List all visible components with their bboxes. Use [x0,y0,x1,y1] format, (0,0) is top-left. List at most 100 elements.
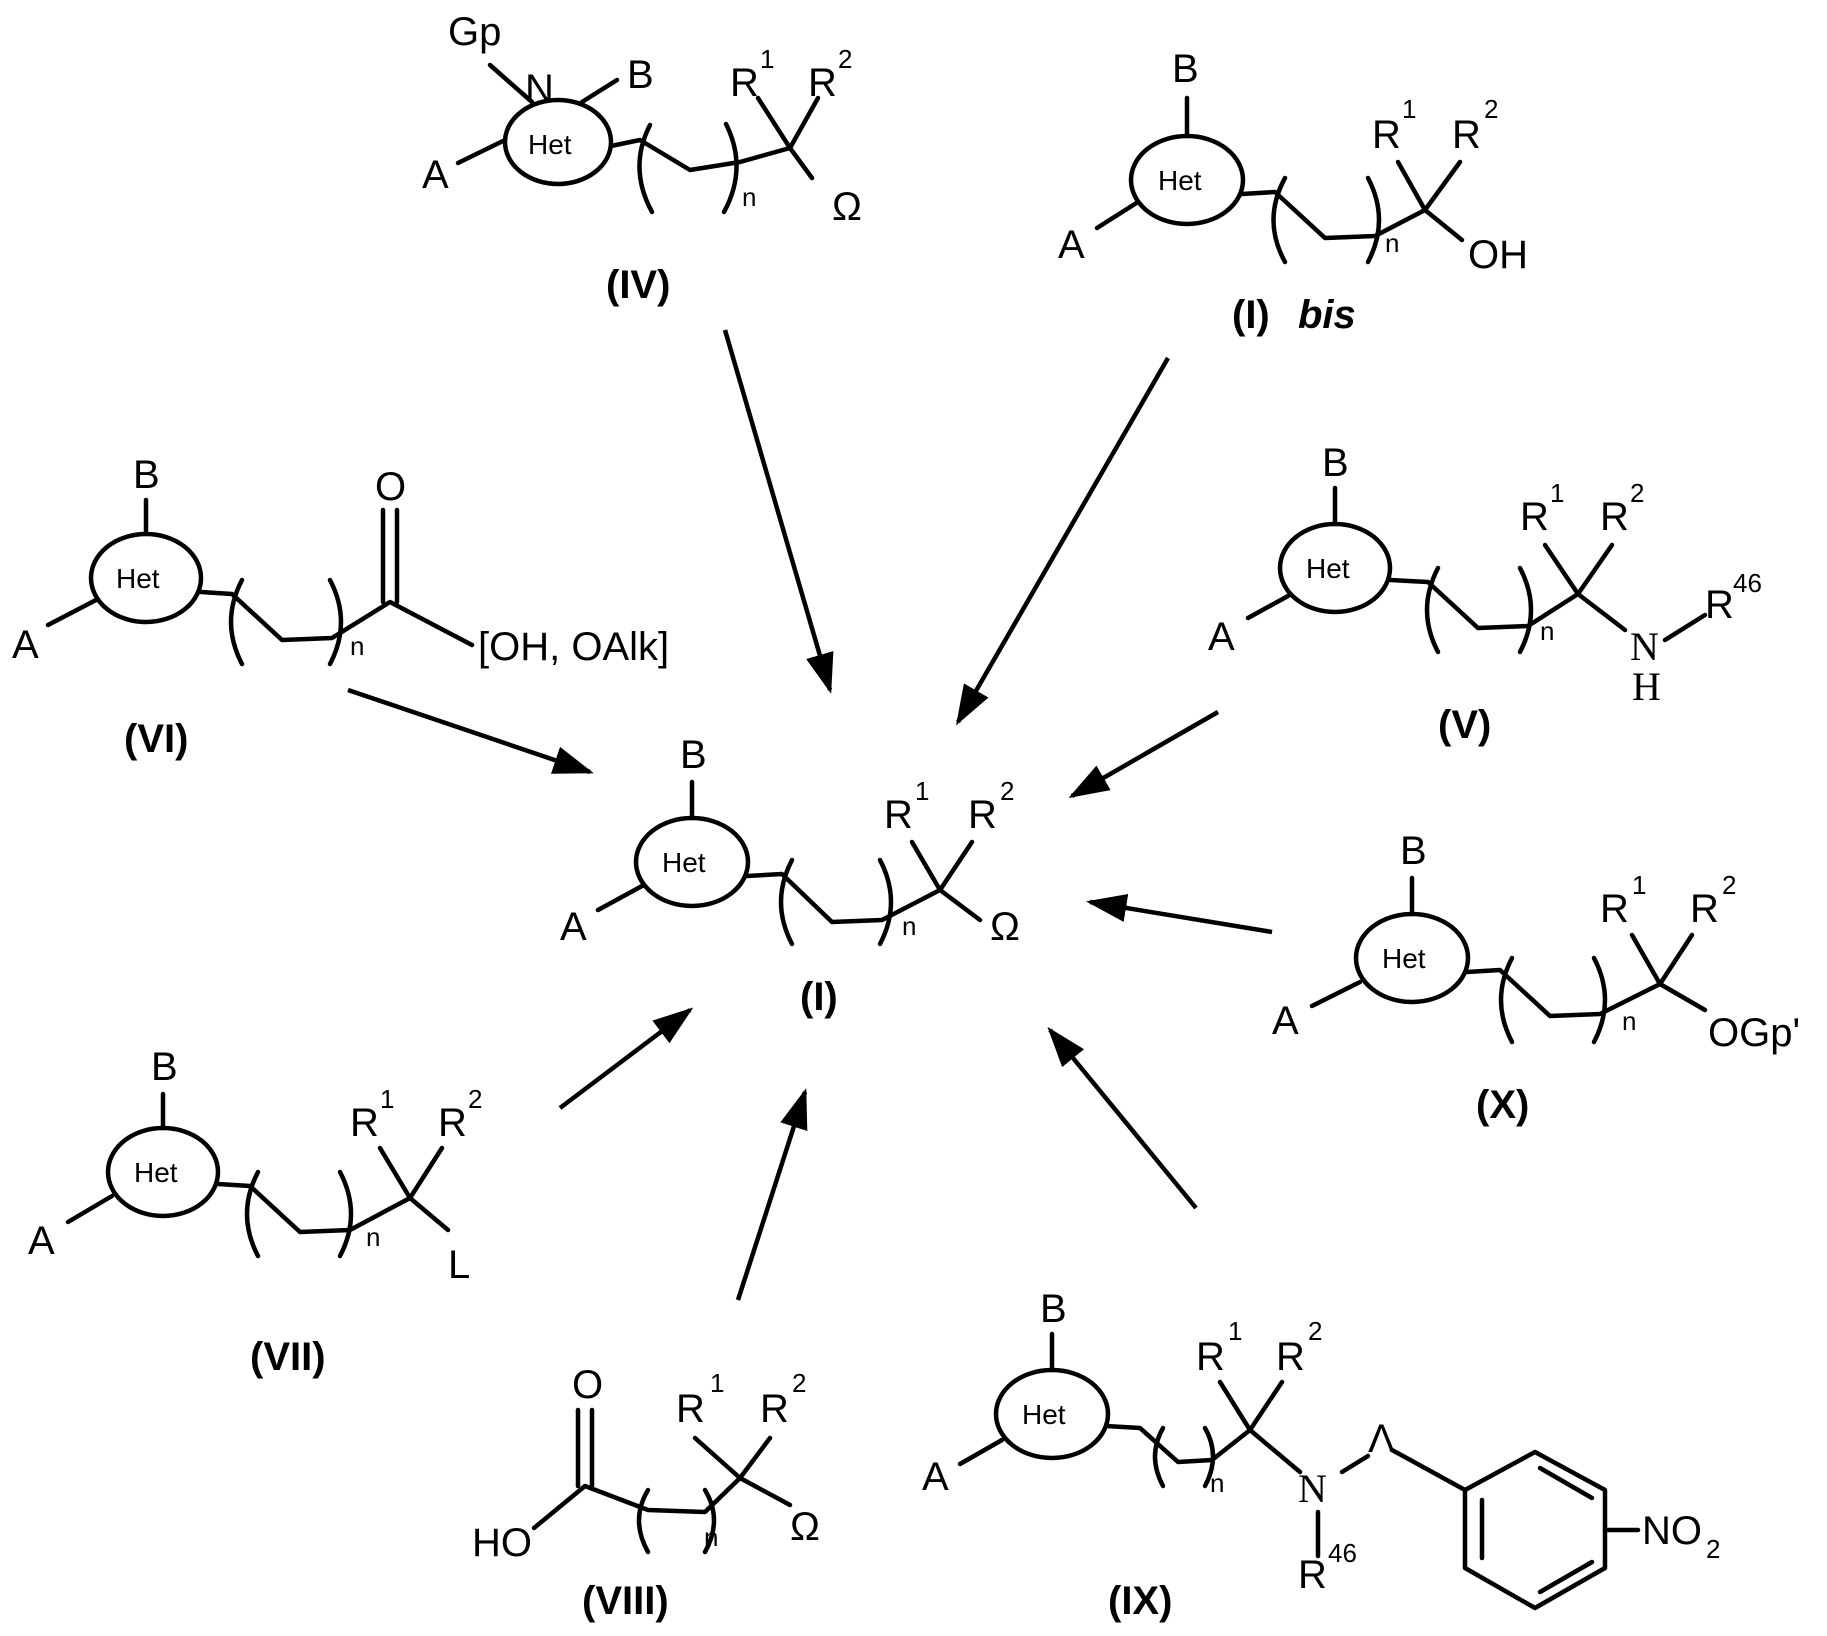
compound-label-VIII: (VIII) [582,1579,669,1623]
r2-superscript: 2 [468,1084,482,1114]
het-label: Het [1022,1399,1066,1430]
compound-IV: Gp N B Het A n R 1 R 2 Ω (IV) [422,10,862,307]
r1-label: R [676,1387,705,1431]
a-label: A [28,1219,55,1263]
r1-label: R [1520,495,1549,539]
a-label: A [1208,615,1235,659]
n-atom: N [1298,1466,1327,1511]
r2-superscript: 2 [838,44,852,74]
compound-label-bis: bis [1298,293,1356,337]
r2-superscript: 2 [792,1368,806,1398]
r1-superscript: 1 [1632,870,1646,900]
r46-label: R [1298,1553,1327,1597]
a-label: A [560,905,587,949]
n-atom: N [525,67,554,111]
n-subscript: n [1210,1468,1224,1498]
n-subscript: n [704,1522,718,1552]
r1-superscript: 1 [380,1084,394,1114]
r46-superscript: 46 [1733,568,1762,598]
n-subscript: n [902,911,916,941]
b-label: B [1172,47,1199,91]
r1-label: R [730,61,759,105]
no2-subscript: 2 [1706,1534,1720,1564]
het-label: Het [662,847,706,878]
compound-VIII: O HO n R 1 R 2 Ω (VIII) [472,1363,820,1623]
oh-oalk-label: [OH, OAlk] [478,625,669,669]
n-atom: N [1630,624,1659,669]
het-label: Het [528,129,572,160]
het-label: Het [1382,943,1426,974]
r2-label: R [1600,495,1629,539]
n-subscript: n [366,1222,380,1252]
reaction-arrows [348,330,1272,1300]
arrow-X-to-I [1090,902,1272,932]
compound-label-X: (X) [1476,1083,1529,1127]
n-subscript: n [350,631,364,661]
compound-IX: B Het A n R 1 R 2 N Λ R 46 NO 2 (IX) [922,1287,1720,1623]
lambda-label: Λ [1368,1417,1395,1461]
r1-superscript: 1 [1228,1316,1242,1346]
r1-label: R [1600,887,1629,931]
arrow-V-to-I [1072,712,1218,796]
r2-label: R [1690,887,1719,931]
compound-V: B Het A n R 1 R 2 N H R 46 (V) [1208,441,1762,747]
r2-label: R [1452,113,1481,157]
b-label: B [133,453,160,497]
h-atom: H [1632,664,1661,709]
compound-I: B Het A n R 1 R 2 Ω (I) [560,733,1020,1019]
r2-label: R [808,61,837,105]
b-label: B [1322,441,1349,485]
o-label: O [572,1363,603,1407]
compound-label-IX: (IX) [1108,1579,1172,1623]
r1-superscript: 1 [760,44,774,74]
r2-superscript: 2 [1484,94,1498,124]
gp-label: Gp [448,10,501,54]
het-label: Het [1158,165,1202,196]
arrow-VIII-to-I [738,1092,805,1300]
omega-label: Ω [832,185,862,229]
n-subscript: n [1385,228,1399,258]
b-label: B [627,53,654,97]
compound-label-VII: (VII) [250,1335,326,1379]
compound-Ibis: B Het A n R 1 R 2 OH (I) bis [1058,47,1528,337]
oh-label: OH [1468,233,1528,277]
r2-superscript: 2 [1630,478,1644,508]
r46-superscript: 46 [1328,1538,1357,1568]
compound-VI: B Het A n O [OH, OAlk] (VI) [12,453,669,761]
r1-superscript: 1 [1402,94,1416,124]
r2-label: R [968,793,997,837]
r2-label: R [1276,1335,1305,1379]
het-label: Het [1306,553,1350,584]
compound-label-I: (I) [800,975,838,1019]
compound-VII: B Het A n R 1 R 2 L (VII) [28,1045,482,1379]
arrow-Ibis-to-I [958,358,1168,722]
arrow-IX-to-I [1050,1030,1196,1208]
arrow-VI-to-I [348,690,590,772]
b-label: B [1400,829,1427,873]
r1-label: R [1196,1335,1225,1379]
ho-label: HO [472,1521,532,1565]
compound-label-V: (V) [1438,703,1491,747]
b-label: B [151,1045,178,1089]
r1-superscript: 1 [915,776,929,806]
arrow-VII-to-I [560,1010,690,1108]
r1-label: R [350,1101,379,1145]
no2-label: NO [1642,1509,1702,1553]
r1-label: R [1372,113,1401,157]
o-label: O [375,465,406,509]
n-subscript: n [1622,1006,1636,1036]
r2-superscript: 2 [1722,870,1736,900]
het-label: Het [134,1157,178,1188]
l-label: L [448,1243,470,1287]
r2-superscript: 2 [1000,776,1014,806]
het-label: Het [116,563,160,594]
r2-label: R [438,1101,467,1145]
r2-superscript: 2 [1308,1316,1322,1346]
compound-label-VI: (VI) [124,717,188,761]
compound-X: B Het A n R 1 R 2 OGp' (X) [1272,829,1800,1127]
a-label: A [922,1455,949,1499]
r1-superscript: 1 [1550,478,1564,508]
omega-label: Ω [990,905,1020,949]
b-label: B [1040,1287,1067,1331]
